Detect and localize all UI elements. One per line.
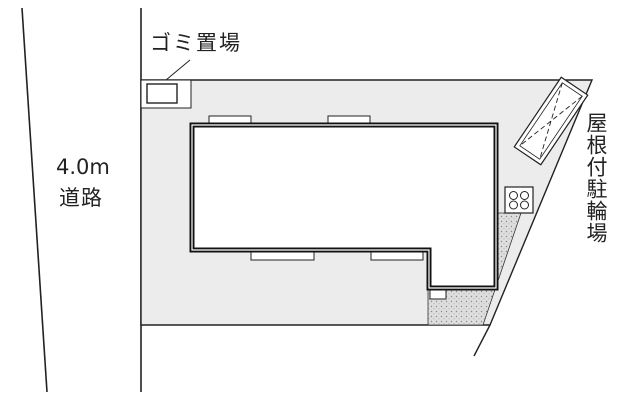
outdoor-unit-circle bbox=[520, 200, 529, 210]
outdoor-unit-circle bbox=[509, 191, 518, 200]
road-label: 道路 bbox=[59, 186, 103, 210]
outdoor-unit bbox=[504, 186, 534, 214]
garbage-leader-line bbox=[165, 59, 191, 81]
outdoor-unit-circle bbox=[520, 191, 529, 200]
road-far-edge-line bbox=[21, 7, 48, 393]
garbage-area-label: ゴミ置場 bbox=[150, 31, 242, 55]
building-inner-outline bbox=[191, 124, 497, 289]
bike-parking-roof bbox=[513, 76, 589, 166]
bike-parking-label: 屋根付駐輪場 bbox=[584, 112, 608, 244]
boundary-extension-line bbox=[473, 324, 491, 357]
outdoor-unit-circle bbox=[509, 200, 518, 210]
road-width-label: 4.0m bbox=[56, 155, 110, 179]
garbage-bin bbox=[146, 83, 178, 104]
